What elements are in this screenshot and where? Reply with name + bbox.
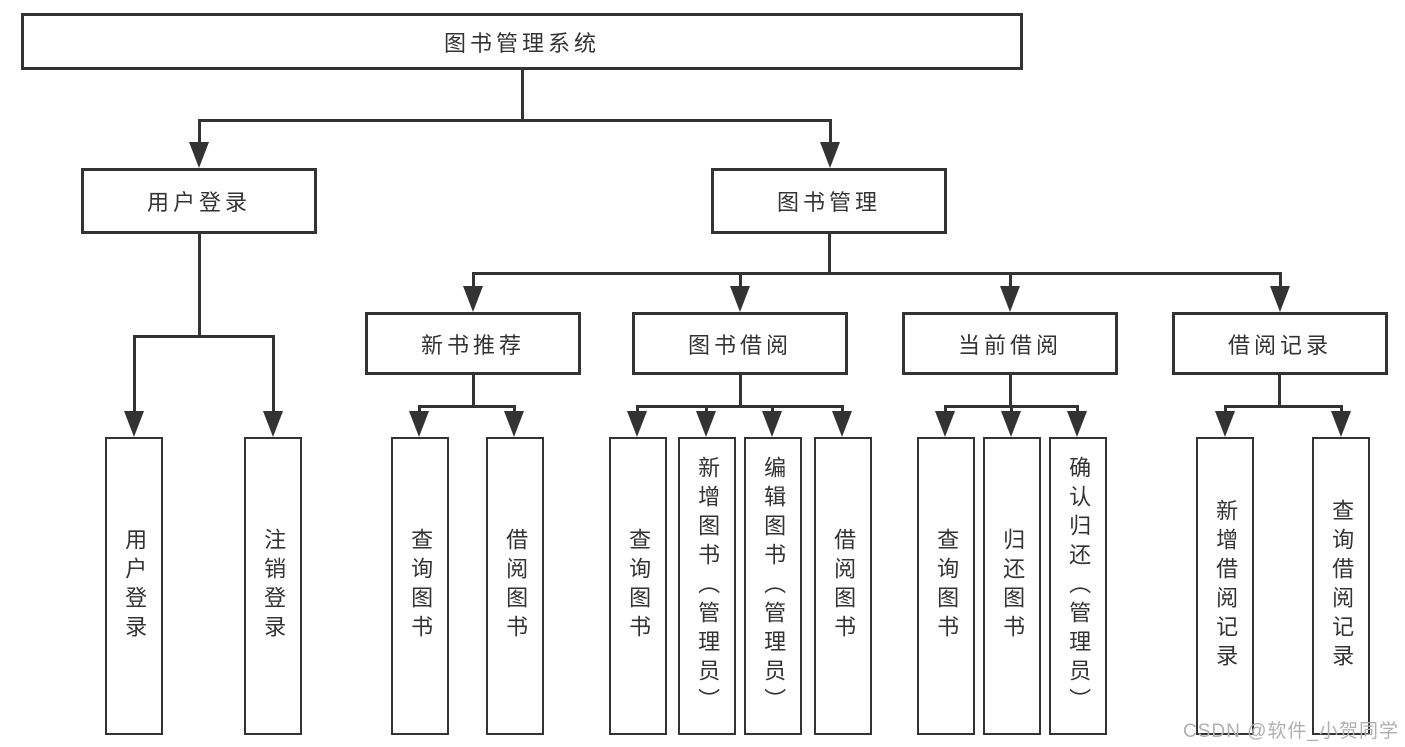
node-label: 查询图书: [408, 528, 434, 644]
node-query-books-current: 查询图书: [917, 437, 975, 735]
connector-arrow-shaft: [1009, 272, 1012, 290]
node-borrow-record: 借阅记录: [1172, 312, 1388, 375]
arrow-down-icon: [1215, 411, 1235, 437]
connector-new-book-stem: [472, 375, 475, 407]
node-new-book-recommend: 新书推荐: [365, 312, 581, 375]
node-label: 图书管理系统: [443, 30, 600, 56]
connector-arrow-shaft: [944, 405, 947, 415]
connector-book-borrow-stem: [739, 375, 742, 407]
arrow-down-icon: [627, 411, 647, 437]
arrow-down-icon: [762, 411, 782, 437]
connector-arrow-shaft: [1224, 405, 1227, 415]
connector-arrow-shaft: [1076, 405, 1079, 415]
arrow-down-icon: [1001, 411, 1021, 437]
connector-arrow-shaft: [705, 405, 708, 415]
arrow-down-icon: [935, 411, 955, 437]
node-query-books-borrow: 查询图书: [609, 437, 667, 735]
connector-user-login-stem: [198, 234, 201, 337]
node-return-books: 归还图书: [983, 437, 1041, 735]
node-logout-action: 注销登录: [244, 437, 302, 735]
node-label: 借阅图书: [831, 528, 857, 644]
arrow-down-icon: [124, 411, 144, 437]
connector-arrow-shaft: [841, 405, 844, 415]
connector-book-borrow-branch: [637, 405, 844, 408]
node-label: 新增借阅记录: [1213, 499, 1239, 673]
node-borrow-books-newbook: 借阅图书: [486, 437, 544, 735]
connector-current-borrow-stem: [1009, 375, 1012, 407]
connector-arrow-shaft: [636, 405, 639, 415]
node-label: 编辑图书（管理员）: [761, 455, 787, 717]
arrow-down-icon: [1270, 286, 1290, 312]
node-query-borrow-record: 查询借阅记录: [1312, 437, 1370, 735]
connector-arrow-shaft: [272, 335, 275, 415]
arrow-down-icon: [189, 142, 209, 168]
connector-arrow-shaft: [1340, 405, 1343, 415]
connector-arrow-shaft: [771, 405, 774, 415]
arrow-down-icon: [1000, 286, 1020, 312]
connector-book-mgmt-branch: [472, 272, 1281, 275]
node-label: 图书借阅: [687, 332, 792, 358]
node-label: 借阅记录: [1227, 332, 1332, 358]
connector-root-stem: [521, 69, 524, 120]
node-label: 当前借阅: [957, 332, 1062, 358]
connector-borrow-record-branch: [1224, 405, 1343, 408]
connector-arrow-shaft: [829, 119, 832, 147]
connector-arrow-shaft: [513, 405, 516, 415]
node-query-books-newbook: 查询图书: [391, 437, 449, 735]
node-add-books-admin: 新增图书（管理员）: [678, 437, 736, 735]
node-label: 新书推荐: [420, 332, 525, 358]
node-edit-books-admin: 编辑图书（管理员）: [744, 437, 802, 735]
arrow-down-icon: [263, 411, 283, 437]
node-label: 确认归还（管理员）: [1066, 455, 1092, 717]
arrow-down-icon: [504, 411, 524, 437]
node-current-borrow: 当前借阅: [902, 312, 1118, 375]
arrow-down-icon: [1067, 411, 1087, 437]
node-label: 归还图书: [1000, 528, 1026, 644]
node-label: 借阅图书: [503, 528, 529, 644]
connector-arrow-shaft: [133, 335, 136, 415]
node-user-login: 用户登录: [81, 168, 317, 234]
arrow-down-icon: [832, 411, 852, 437]
connector-new-book-branch: [419, 405, 516, 408]
node-user-login-action: 用户登录: [105, 437, 163, 735]
connector-arrow-shaft: [1279, 272, 1282, 290]
node-book-borrow: 图书借阅: [632, 312, 848, 375]
connector-borrow-record-stem: [1278, 375, 1281, 407]
node-confirm-return-admin: 确认归还（管理员）: [1049, 437, 1107, 735]
node-label: 用户登录: [146, 190, 251, 215]
node-label: 查询图书: [626, 528, 652, 644]
node-label: 查询图书: [934, 528, 960, 644]
node-label: 用户登录: [122, 528, 148, 644]
node-library-management-system: 图书管理系统: [21, 13, 1023, 70]
node-book-management: 图书管理: [711, 168, 947, 234]
arrow-down-icon: [696, 411, 716, 437]
connector-arrow-shaft: [198, 119, 201, 147]
connector-arrow-shaft: [1010, 405, 1013, 415]
connector-arrow-shaft: [739, 272, 742, 290]
connector-user-login-branch: [133, 335, 275, 338]
node-label: 查询借阅记录: [1329, 499, 1355, 673]
arrow-down-icon: [1331, 411, 1351, 437]
node-label: 注销登录: [261, 528, 287, 644]
connector-root-branch: [198, 119, 831, 122]
node-label: 图书管理: [776, 190, 881, 215]
connector-arrow-shaft: [418, 405, 421, 415]
connector-arrow-shaft: [472, 272, 475, 290]
node-add-borrow-record: 新增借阅记录: [1196, 437, 1254, 735]
csdn-watermark: CSDN @软件_小贺同学: [1183, 721, 1399, 742]
node-borrow-books-borrow: 借阅图书: [814, 437, 872, 735]
arrow-down-icon: [820, 142, 840, 168]
arrow-down-icon: [730, 286, 750, 312]
arrow-down-icon: [463, 286, 483, 312]
node-label: 新增图书（管理员）: [695, 455, 721, 717]
arrow-down-icon: [409, 411, 429, 437]
connector-book-mgmt-stem: [828, 234, 831, 274]
